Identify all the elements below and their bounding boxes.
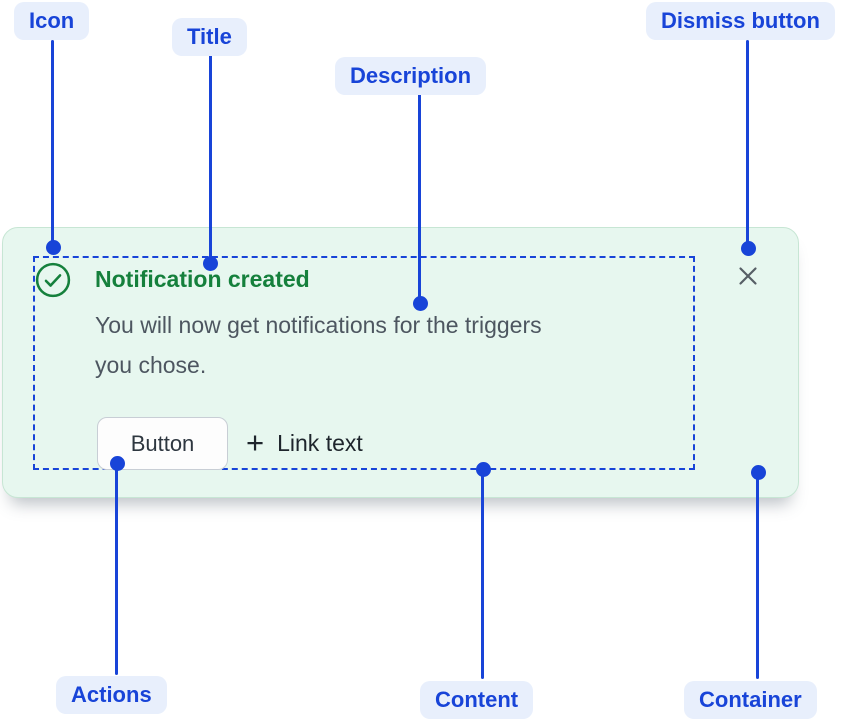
banner-link-action[interactable]: + Link text [246,417,363,470]
dismiss-button[interactable] [733,262,763,292]
banner-link-label: Link text [277,430,363,456]
callout-label-dismiss: Dismiss button [646,2,835,40]
callout-label-content: Content [420,681,534,719]
content-region-outline [33,256,695,470]
cross-icon [735,263,761,292]
callout-dot-description [413,296,428,311]
callout-dot-container [751,465,766,480]
callout-dot-icon [46,240,61,255]
callout-label-container: Container [684,681,817,719]
callout-dot-content [476,462,491,477]
callout-line-content [481,469,484,679]
callout-label-title: Title [172,18,247,56]
plus-icon: + [246,424,265,460]
banner-description-line1: You will now get notifications for the t… [95,312,542,338]
callout-label-actions: Actions [56,676,167,714]
callout-line-description [418,93,421,303]
callout-label-description: Description [335,57,487,95]
banner-description: You will now get notifications for the t… [95,305,542,385]
callout-line-container [756,472,759,679]
callout-line-dismiss [746,40,749,248]
callout-line-icon [51,40,54,247]
callout-dot-actions [110,456,125,471]
callout-line-actions [115,463,118,675]
callout-label-icon: Icon [14,2,90,40]
callout-line-title [209,53,212,263]
callout-dot-title [203,256,218,271]
banner-title: Notification created [95,266,310,292]
check-circle-icon [35,262,71,298]
banner-description-line2: you chose. [95,352,207,378]
callout-dot-dismiss [741,241,756,256]
